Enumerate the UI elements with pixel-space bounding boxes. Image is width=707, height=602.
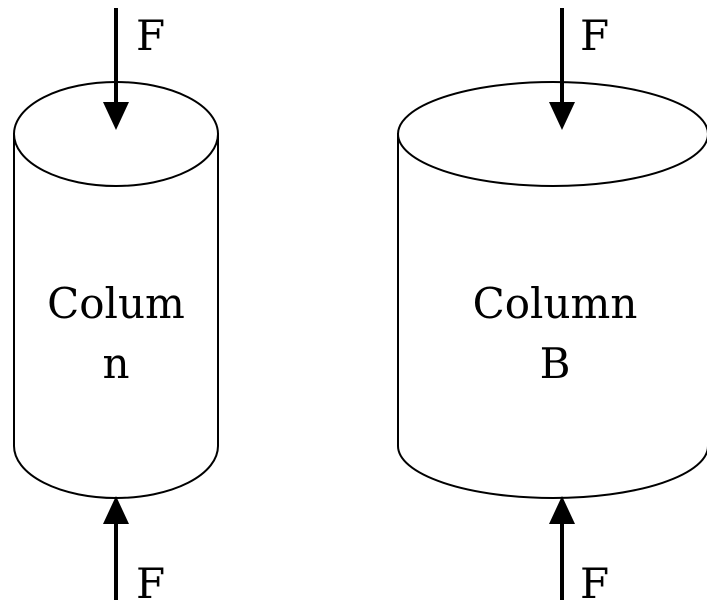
column-a-label-line1: Colum <box>47 279 185 328</box>
column-b-body <box>397 133 707 499</box>
column-b-label-line1: Column <box>473 279 638 328</box>
force-label-b-bottom: F <box>580 559 609 602</box>
force-arrow-a-top-head <box>103 102 129 130</box>
force-arrow-a-top: F <box>103 8 165 130</box>
force-label-a-bottom: F <box>136 559 165 602</box>
column-a-body <box>13 133 219 499</box>
force-arrow-b-top: F <box>549 8 609 130</box>
column-b-label-line2: B <box>540 339 571 388</box>
column-a: Colum n <box>13 81 219 499</box>
force-arrow-a-bottom-head <box>103 496 129 524</box>
force-label-a-top: F <box>136 11 165 60</box>
force-arrow-a-bottom: F <box>103 496 165 602</box>
column-a-label-line2: n <box>102 339 129 388</box>
force-arrow-b-bottom-head <box>549 496 575 524</box>
column-b-top-face <box>397 81 707 187</box>
force-arrow-b-bottom: F <box>549 496 609 602</box>
force-arrow-b-top-head <box>549 102 575 130</box>
column-b: Column B <box>397 81 707 499</box>
force-label-b-top: F <box>580 11 609 60</box>
